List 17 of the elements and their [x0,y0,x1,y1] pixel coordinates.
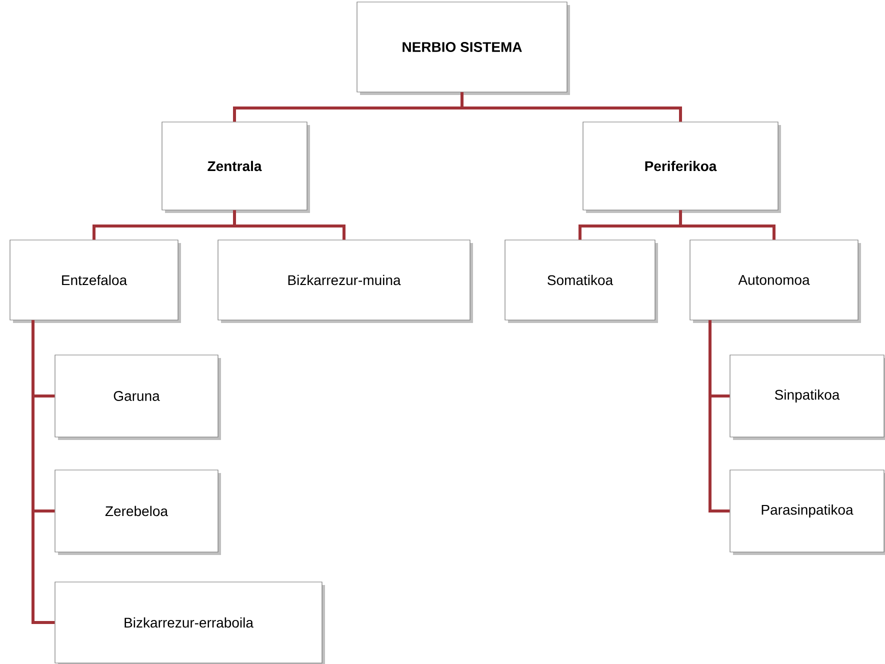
category-box: Periferikoa [582,122,782,213]
connector [708,320,730,512]
connector [679,210,776,240]
item-box: Parasinpatikoa [730,470,885,555]
connector [460,92,682,122]
item-box: Sinpatikoa [730,354,885,440]
item-box: Zerebeloa [54,470,221,555]
category-box: Zentrala [162,122,310,213]
connector [32,320,55,624]
item-box: Somatikoa [504,240,658,323]
category-box: NERBIO SISTEMA [356,2,570,95]
item-box: Entzefaloa [10,240,181,323]
item-box: Autonomoa [690,240,861,323]
item-box: Garuna [54,354,221,440]
item-box: Bizkarrezur-muina [218,240,473,323]
connector [233,210,346,240]
item-box: Bizkarrezur-erraboila [54,582,325,664]
